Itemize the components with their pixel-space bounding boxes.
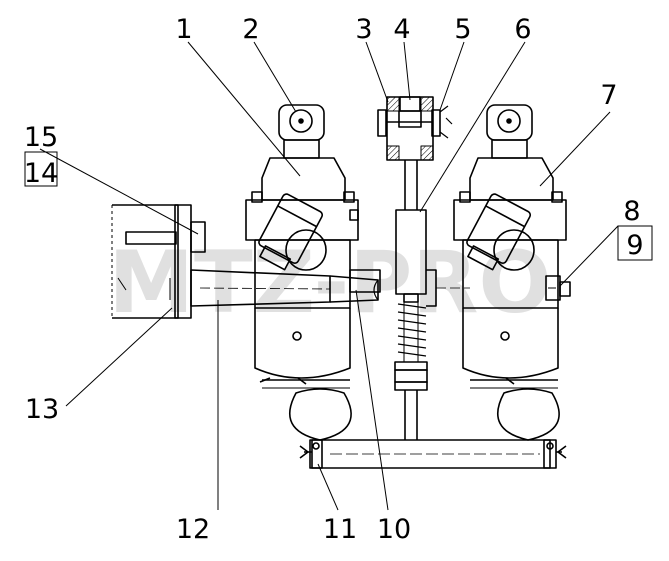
callout-12: 12 — [176, 514, 210, 545]
callout-11: 11 — [323, 514, 357, 545]
callout-9: 9 — [626, 230, 643, 261]
callout-14: 14 — [24, 158, 58, 189]
leader-lines — [24, 41, 653, 511]
callout-4: 4 — [393, 14, 410, 45]
callout-8: 8 — [623, 196, 640, 227]
callout-2: 2 — [242, 14, 259, 45]
callout-3: 3 — [355, 14, 372, 45]
callout-1: 1 — [175, 14, 192, 45]
callout-10: 10 — [377, 514, 411, 545]
drawing-lines — [111, 96, 571, 469]
callout-6: 6 — [514, 14, 531, 45]
centre-linkage — [377, 96, 453, 440]
left-distributor — [245, 104, 381, 441]
callout-labels: 1 2 3 4 5 6 7 8 9 10 11 12 13 14 15 — [24, 14, 644, 545]
right-distributor — [453, 104, 567, 441]
callout-13: 13 — [25, 394, 59, 425]
bottom-crossbar — [299, 439, 567, 469]
callout-5: 5 — [454, 14, 471, 45]
callout-15: 15 — [24, 122, 58, 153]
callout-7: 7 — [600, 80, 617, 111]
